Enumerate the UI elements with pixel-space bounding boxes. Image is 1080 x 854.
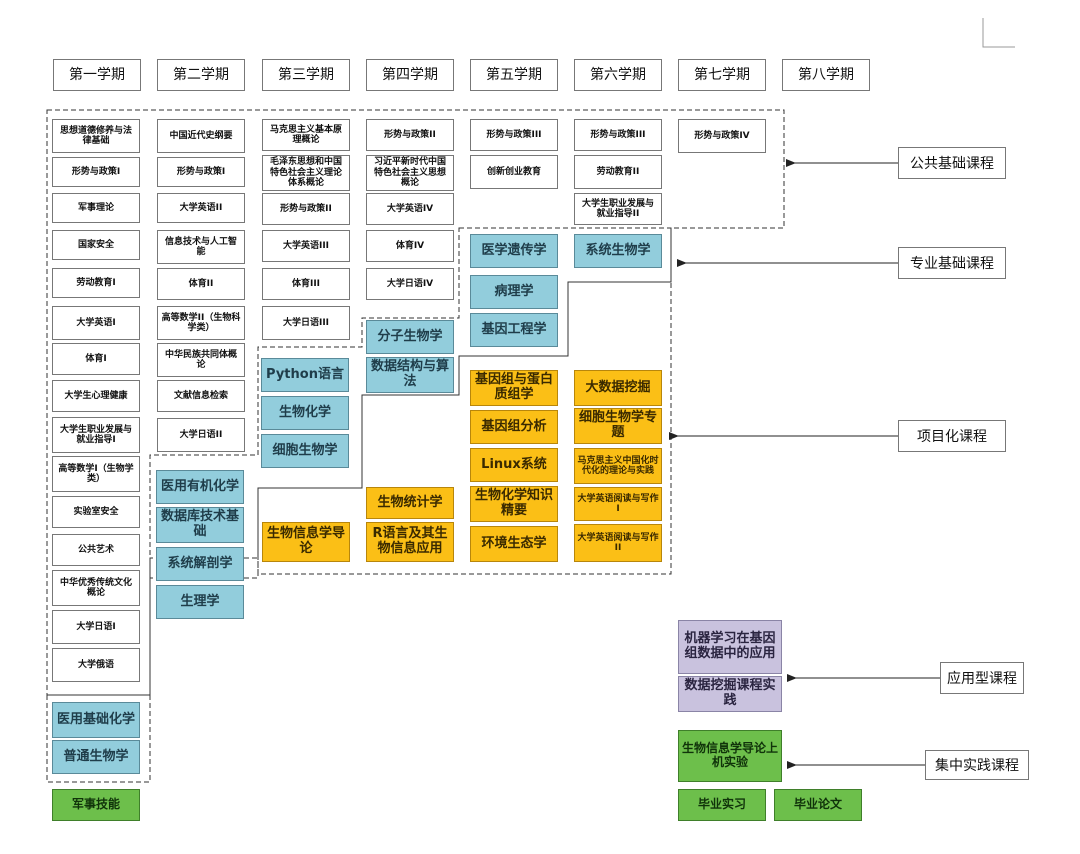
course-box-blue: 细胞生物学 — [261, 434, 349, 468]
course-box: 体育III — [262, 268, 350, 300]
semester-header-5: 第五学期 — [470, 59, 558, 91]
course-box-orange: 生物化学知识精要 — [470, 486, 558, 522]
course-box: 体育II — [157, 268, 245, 300]
course-box: 实验室安全 — [52, 496, 140, 528]
course-box: 大学生心理健康 — [52, 380, 140, 412]
course-box: 高等数学I（生物学类） — [52, 456, 140, 492]
semester-header-1: 第一学期 — [53, 59, 141, 91]
course-box-orange: 大学英语阅读与写作I — [574, 487, 662, 521]
course-box: 文献信息检索 — [157, 380, 245, 412]
course-box: 大学日语II — [157, 418, 245, 452]
category-label-project: 项目化课程 — [898, 420, 1006, 452]
course-box-blue: 医用基础化学 — [52, 702, 140, 738]
course-box: 军事理论 — [52, 193, 140, 223]
course-box-blue: 病理学 — [470, 275, 558, 309]
course-box: 劳动教育II — [574, 155, 662, 189]
course-box: 体育I — [52, 343, 140, 375]
course-box-orange: Linux系统 — [470, 448, 558, 482]
category-label-applied: 应用型课程 — [940, 662, 1024, 694]
course-box-blue: 系统生物学 — [574, 234, 662, 268]
course-box: 大学日语IV — [366, 268, 454, 300]
course-box-orange: 大数据挖掘 — [574, 370, 662, 406]
course-box: 大学日语III — [262, 306, 350, 340]
course-box-blue: 生物化学 — [261, 396, 349, 430]
course-box-orange: 基因组分析 — [470, 410, 558, 444]
course-box: 大学英语I — [52, 306, 140, 340]
course-box: 高等数学II（生物科学类） — [157, 306, 245, 340]
semester-header-8: 第八学期 — [782, 59, 870, 91]
category-label-professional: 专业基础课程 — [898, 247, 1006, 279]
course-box: 大学英语II — [157, 193, 245, 223]
course-box-orange: R语言及其生物信息应用 — [366, 522, 454, 562]
course-box-purple: 数据挖掘课程实践 — [678, 676, 782, 712]
course-box-green: 生物信息学导论上机实验 — [678, 730, 782, 782]
course-box-orange: 细胞生物学专题 — [574, 408, 662, 444]
course-box-blue: 数据库技术基础 — [156, 507, 244, 543]
course-box: 大学俄语 — [52, 648, 140, 682]
course-box-purple: 机器学习在基因组数据中的应用 — [678, 620, 782, 674]
course-box-blue: 普通生物学 — [52, 740, 140, 774]
course-box: 大学英语IV — [366, 193, 454, 225]
course-box: 国家安全 — [52, 230, 140, 260]
course-box: 中华民族共同体概论 — [157, 343, 245, 377]
course-box: 大学日语I — [52, 610, 140, 644]
course-box: 中国近代史纲要 — [157, 119, 245, 153]
course-box-orange: 生物信息学导论 — [262, 522, 350, 562]
page-corner-mark — [982, 18, 1015, 48]
course-box-blue: Python语言 — [261, 358, 349, 392]
course-box: 形势与政策II — [262, 193, 350, 225]
course-box-orange: 大学英语阅读与写作II — [574, 524, 662, 562]
course-box: 形势与政策III — [574, 119, 662, 151]
semester-header-7: 第七学期 — [678, 59, 766, 91]
course-box-orange: 马克思主义中国化时代化的理论与实践 — [574, 448, 662, 484]
course-box-green: 毕业实习 — [678, 789, 766, 821]
semester-header-6: 第六学期 — [574, 59, 662, 91]
course-box-blue: 基因工程学 — [470, 313, 558, 347]
category-label-public: 公共基础课程 — [898, 147, 1006, 179]
course-box: 形势与政策IV — [678, 119, 766, 153]
course-box: 中华优秀传统文化概论 — [52, 570, 140, 606]
course-box: 形势与政策I — [52, 157, 140, 187]
course-box: 形势与政策II — [366, 119, 454, 151]
course-box: 马克思主义基本原理概论 — [262, 119, 350, 151]
course-box: 毛泽东思想和中国特色社会主义理论体系概论 — [262, 155, 350, 191]
course-box: 公共艺术 — [52, 534, 140, 566]
course-box-green: 毕业论文 — [774, 789, 862, 821]
semester-header-4: 第四学期 — [366, 59, 454, 91]
category-label-practice: 集中实践课程 — [925, 750, 1029, 780]
semester-header-3: 第三学期 — [262, 59, 350, 91]
course-box: 习近平新时代中国特色社会主义思想概论 — [366, 155, 454, 191]
course-box: 体育IV — [366, 230, 454, 262]
project-region-outline — [257, 281, 672, 575]
course-box: 大学英语III — [262, 230, 350, 262]
course-box-blue: 生理学 — [156, 585, 244, 619]
course-box-orange: 基因组与蛋白质组学 — [470, 370, 558, 406]
course-box-blue: 分子生物学 — [366, 320, 454, 354]
course-box: 劳动教育I — [52, 268, 140, 298]
course-box: 形势与政策III — [470, 119, 558, 151]
course-box-blue: 医用有机化学 — [156, 470, 244, 504]
course-box-orange: 环境生态学 — [470, 526, 558, 562]
course-box-blue: 数据结构与算法 — [366, 357, 454, 393]
course-box-blue: 系统解剖学 — [156, 547, 244, 581]
course-box: 大学生职业发展与就业指导II — [574, 193, 662, 225]
course-box: 信息技术与人工智能 — [157, 230, 245, 264]
course-box-orange: 生物统计学 — [366, 487, 454, 519]
course-box: 思想道德修养与法律基础 — [52, 119, 140, 153]
course-box: 大学生职业发展与就业指导I — [52, 417, 140, 453]
course-box-green: 军事技能 — [52, 789, 140, 821]
course-box: 形势与政策I — [157, 157, 245, 187]
course-box: 创新创业教育 — [470, 155, 558, 189]
course-box-blue: 医学遗传学 — [470, 234, 558, 268]
semester-header-2: 第二学期 — [157, 59, 245, 91]
